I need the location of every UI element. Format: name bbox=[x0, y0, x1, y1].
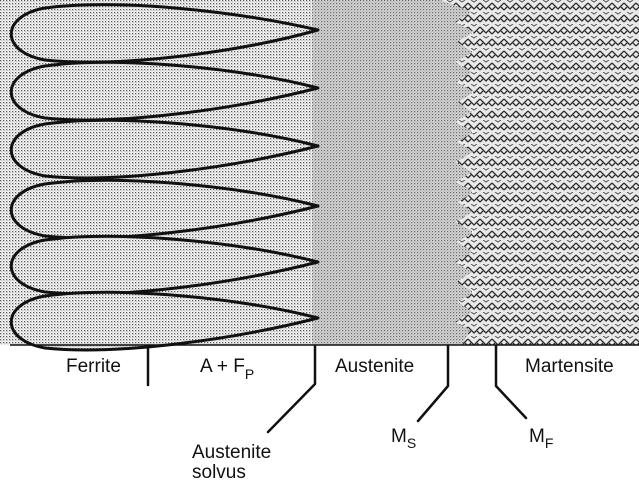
ferrite-grains bbox=[9, 3, 320, 352]
ferrite-grain-icon bbox=[9, 178, 320, 240]
ferrite-grain-icon bbox=[9, 60, 320, 122]
mf-subscript: F bbox=[545, 435, 554, 451]
mf-leader bbox=[494, 344, 528, 420]
austenite-label: Austenite bbox=[335, 356, 414, 377]
martensite-label: Martensite bbox=[525, 356, 614, 377]
austenite-solvus-leader bbox=[266, 344, 317, 434]
ferrite-label: Ferrite bbox=[66, 356, 121, 377]
ferrite-grain-icon bbox=[9, 234, 320, 296]
a-plus-fp-main: A + F bbox=[200, 356, 245, 377]
ms-subscript: S bbox=[407, 435, 416, 451]
ms-main: M bbox=[391, 426, 407, 447]
austenite-solvus-label-line2: solvus bbox=[192, 462, 246, 483]
ferrite-grain-icon bbox=[9, 290, 320, 352]
austenite-region bbox=[312, 0, 472, 345]
a-plus-fp-label: A + FP bbox=[200, 356, 254, 382]
a-plus-fp-subscript: P bbox=[245, 366, 254, 382]
mf-main: M bbox=[529, 426, 545, 447]
austenite-solvus-label-line1: Austenite bbox=[192, 442, 271, 463]
ferrite-grain-icon bbox=[9, 3, 320, 64]
mf-label: MF bbox=[529, 426, 553, 451]
ferrite-grain-icon bbox=[9, 118, 320, 180]
boundary-markers bbox=[146, 344, 528, 434]
ms-leader bbox=[416, 344, 450, 423]
ms-label: MS bbox=[391, 426, 416, 451]
martensite-region bbox=[440, 0, 639, 345]
